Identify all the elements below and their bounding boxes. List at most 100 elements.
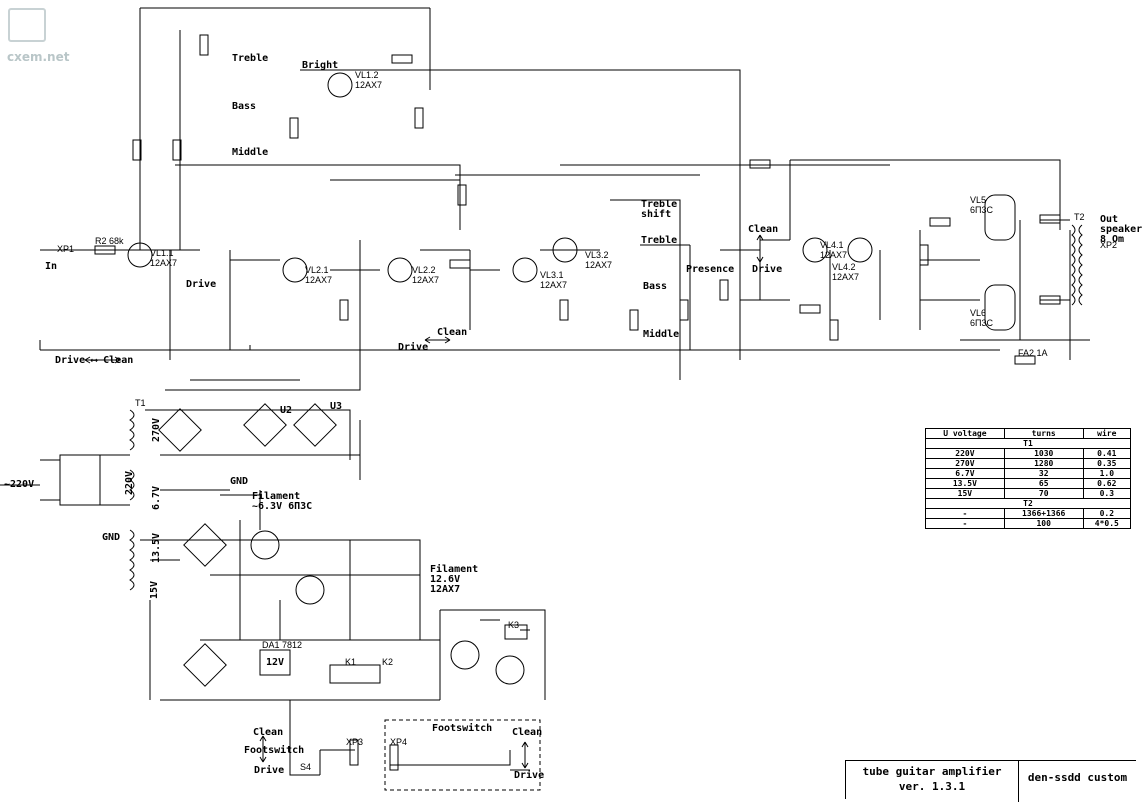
schematic-title: tube guitar amplifier xyxy=(862,765,1002,778)
vl1-1-label: VL1.1 12AX7 xyxy=(150,248,178,268)
title-block: tube guitar amplifier ver. 1.3.1 den-ssd… xyxy=(845,760,1136,802)
table-cell: 1366+1366 xyxy=(1003,508,1084,519)
vl2-1-label: VL2.1 12AX7 xyxy=(305,265,333,285)
out-speaker-label: Out speaker 8 Om xyxy=(1100,214,1142,245)
treble-shift-label: Treble shift xyxy=(641,199,678,220)
filament-126-label: Filament 12.6V 12AX7 xyxy=(430,564,479,595)
drive-switch-label: Drive xyxy=(398,342,429,353)
v220-label: 220V xyxy=(124,470,136,496)
mains-label: ~220V xyxy=(4,479,35,490)
u3-label: U3 xyxy=(330,401,343,412)
table-section: T1 xyxy=(925,438,1131,449)
table-section: T2 xyxy=(925,498,1131,509)
vl1-2-label: VL1.2 12AX7 xyxy=(355,70,383,90)
v270-label: 270V xyxy=(151,417,163,443)
xp1-label: XP1 xyxy=(57,244,75,254)
bass-label: Bass xyxy=(232,101,257,112)
v135-label: 13.5V xyxy=(151,532,163,564)
schematic-version: ver. 1.3.1 xyxy=(898,780,966,793)
watermark-logo-icon xyxy=(8,8,46,42)
t1-label: T1 xyxy=(135,398,146,408)
vl3-1-label: VL3.1 12AX7 xyxy=(540,270,568,290)
v67-label: 6.7V xyxy=(151,485,163,511)
treble2-label: Treble xyxy=(641,235,678,246)
table-cell: 0.35 xyxy=(1082,458,1132,469)
k1-label: K1 xyxy=(345,657,357,667)
table-cell: 1280 xyxy=(1003,458,1084,469)
table-cell: 6.7V xyxy=(925,468,1005,479)
input-label: In xyxy=(45,261,58,272)
table-cell: 0.2 xyxy=(1082,508,1132,519)
footswitch-box-label: Footswitch xyxy=(432,723,493,734)
clean-box-label: Clean xyxy=(512,727,543,738)
table-cell: 0.3 xyxy=(1082,488,1132,499)
drive-foot-label: Drive xyxy=(254,765,285,776)
vl3-2-label: VL3.2 12AX7 xyxy=(585,250,613,270)
u2-label: U2 xyxy=(280,405,293,416)
table-cell: - xyxy=(925,518,1005,529)
treble-label: Treble xyxy=(232,53,269,64)
presence-label: Presence xyxy=(686,264,735,275)
table-cell: 0.62 xyxy=(1082,478,1132,489)
filament-63-label: Filament ~6.3V 6П3С xyxy=(252,491,313,512)
da1-label: DA1 7812 xyxy=(262,640,303,650)
t2-label: T2 xyxy=(1074,212,1085,222)
clean-top-label: Clean xyxy=(748,224,779,235)
table-cell: 13.5V xyxy=(925,478,1005,489)
table-cell: 32 xyxy=(1003,468,1084,479)
table-header: wire xyxy=(1082,428,1132,439)
vl6-label: VL6 6П3С xyxy=(970,308,993,328)
table-cell: - xyxy=(925,508,1005,519)
middle2-label: Middle xyxy=(643,329,680,340)
k3-label: K3 xyxy=(508,620,520,630)
middle-label: Middle xyxy=(232,147,269,158)
title-cell: tube guitar amplifier ver. 1.3.1 xyxy=(846,761,1019,802)
bass2-label: Bass xyxy=(643,281,668,292)
wiring xyxy=(0,7,1090,791)
gnd-label: GND xyxy=(102,532,121,543)
table-cell: 65 xyxy=(1003,478,1084,489)
drive-top-label: Drive xyxy=(752,264,783,275)
table-cell: 15V xyxy=(925,488,1005,499)
bright-label: Bright xyxy=(302,60,339,71)
k2-label: K2 xyxy=(382,657,394,667)
author-label: den-ssdd custom xyxy=(1027,771,1128,784)
vl4-2-label: VL4.2 12AX7 xyxy=(832,262,860,282)
fa2-label: FA2 1A xyxy=(1018,348,1048,358)
vl2-2-label: VL2.2 12AX7 xyxy=(412,265,440,285)
drive-clean-label: Drive ⟷ Clean xyxy=(55,355,134,366)
table-cell: 220V xyxy=(925,448,1005,459)
drive-knob-label: Drive xyxy=(186,279,217,290)
table-section-row: T2 xyxy=(925,498,1131,509)
vl4-1-label: VL4.1 12AX7 xyxy=(820,240,848,260)
table-header: turns xyxy=(1003,428,1084,439)
gnd2-label: GND xyxy=(230,476,249,487)
drive-box-label: Drive xyxy=(514,770,545,781)
table-cell: 270V xyxy=(925,458,1005,469)
regulator-12v-label: 12V xyxy=(266,657,285,668)
table-header-row: U voltage turns wire xyxy=(925,428,1132,439)
clean-foot-label: Clean xyxy=(253,727,284,738)
footswitch-label: Footswitch xyxy=(244,745,305,756)
clean-switch-label: Clean xyxy=(437,327,468,338)
xp2-label: XP2 xyxy=(1100,240,1118,250)
table-cell: 1.0 xyxy=(1082,468,1132,479)
table-cell: 0.41 xyxy=(1082,448,1132,459)
table-header: U voltage xyxy=(925,428,1005,439)
table-cell: 4*0.5 xyxy=(1082,518,1132,529)
table-section-row: T1 xyxy=(925,438,1131,449)
table-cell: 100 xyxy=(1003,518,1084,529)
s4-label: S4 xyxy=(300,762,312,772)
table-cell: 1030 xyxy=(1003,448,1084,459)
xp3-label: XP3 xyxy=(346,737,364,747)
watermark: cxem.net xyxy=(7,50,70,64)
